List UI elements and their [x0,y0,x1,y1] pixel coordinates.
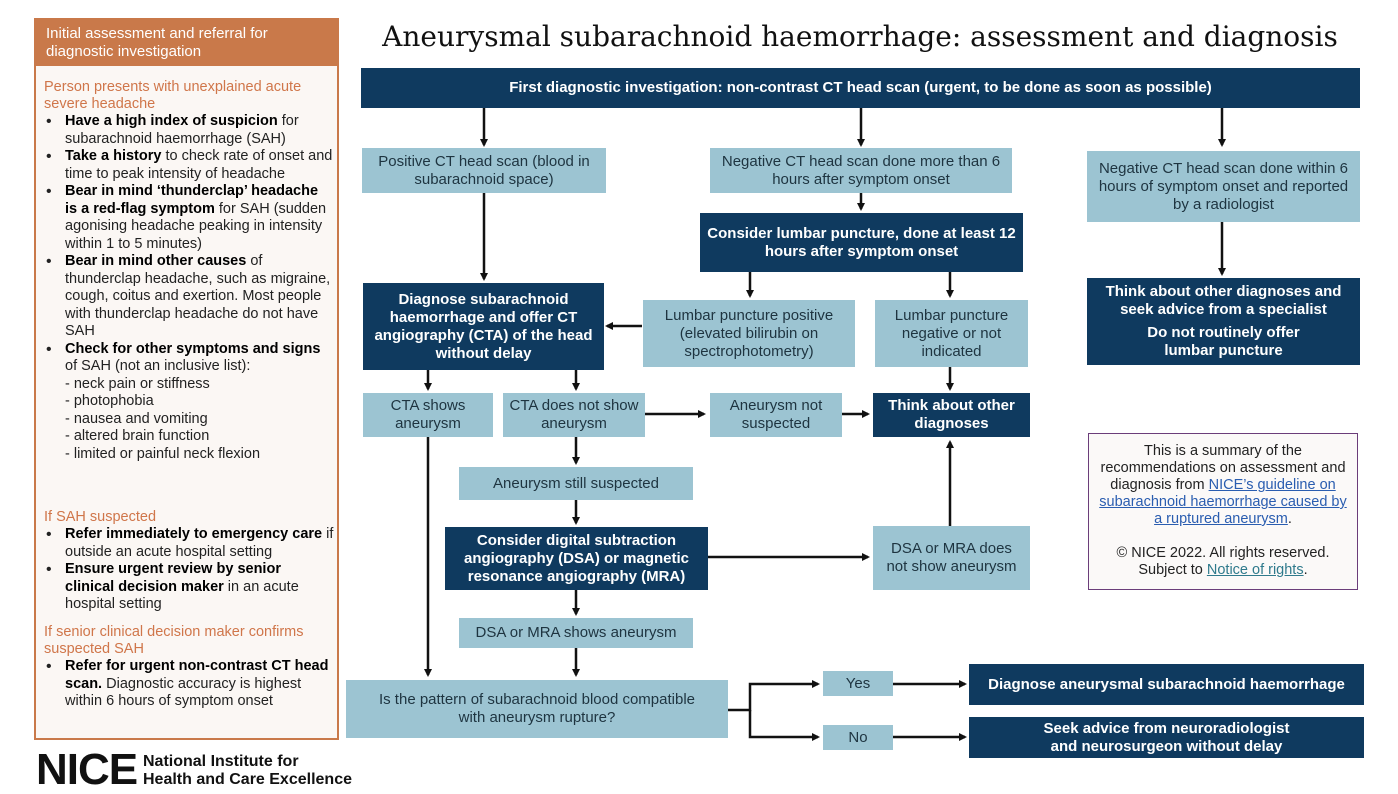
negative-ct-late-box: Negative CT head scan done more than 6 h… [710,148,1012,193]
section-sah-suspected: If SAH suspected Refer immediately to em… [44,509,334,614]
list-item: Have a high index of suspicion for subar… [44,113,334,148]
cta-not-show-box: CTA does not show aneurysm [503,393,645,437]
arrow [728,680,820,712]
section-presenting: Person presents with unexplained acute s… [44,79,334,463]
logo-line: National Institute for [143,753,299,770]
aneurysm-not-suspected-box: Aneurysm not suspected [710,393,842,437]
dsa-not-show-box: DSA or MRA does not show aneurysm [873,526,1030,590]
nice-logo: NICE [36,745,138,794]
guideline-link[interactable]: NICE’s guideline on subarachnoid haemorr… [1099,477,1347,527]
summary-text: This is a summary of the recommendations… [1100,443,1346,493]
specialist-advice-box: Think about other diagnoses and seek adv… [1087,278,1360,365]
aneurysm-still-suspected-box: Aneurysm still suspected [459,467,693,500]
positive-ct-box: Positive CT head scan (blood in subarach… [362,148,606,193]
section-heading: If SAH suspected [44,509,157,525]
recommendation-list: Refer for urgent non-contrast CT head sc… [44,658,334,711]
pattern-question-box: Is the pattern of subarachnoid blood com… [346,680,728,738]
list-item: Check for other symptoms and signs of SA… [44,341,334,464]
summary-note: This is a summary of the recommendations… [1088,433,1358,590]
list-item: Ensure urgent review by senior clinical … [44,561,334,614]
arrow [748,710,820,741]
lp-negative-box: Lumbar puncture negative or not indicate… [875,300,1028,367]
cta-shows-box: CTA shows aneurysm [363,393,493,437]
notice-of-rights-link[interactable]: Notice of rights [1206,562,1304,578]
recommendation-list: Have a high index of suspicion for subar… [44,113,334,463]
symptom-list: - neck pain or stiffness - photophobia -… [65,376,334,464]
section-heading: If senior clinical decision maker confir… [44,624,304,657]
list-item: Refer for urgent non-contrast CT head sc… [44,658,334,711]
diagnose-sah-cta-box: Diagnose subarachnoid haemorrhage and of… [363,283,604,370]
copyright-text: © NICE 2022. All rights reserved. Subjec… [1116,545,1330,578]
summary-text-end: . [1287,511,1292,527]
lp-positive-box: Lumbar puncture positive (elevated bilir… [643,300,855,367]
panel-header: Initial assessment and referral for diag… [34,18,339,66]
think-other-diagnoses-box: Think about other diagnoses [873,393,1030,437]
no-label: No [823,725,893,750]
negative-ct-early-box: Negative CT head scan done within 6 hour… [1087,151,1360,222]
yes-label: Yes [823,671,893,696]
list-item: Take a history to check rate of onset an… [44,148,334,183]
consider-lp-box: Consider lumbar puncture, done at least … [700,213,1023,272]
section-confirmed: If senior clinical decision maker confir… [44,624,334,711]
logo-line: Health and Care Excellence [143,771,352,788]
first-investigation-box: First diagnostic investigation: non-cont… [361,68,1360,108]
section-heading: Person presents with unexplained acute s… [44,79,302,112]
symptom-item: - photophobia [65,393,154,409]
no-lp-line: Do not routinely offer lumbar puncture [1147,324,1300,359]
list-item: Bear in mind ‘thunderclap’ headache is a… [44,183,334,253]
list-item: Bear in mind other causes of thunderclap… [44,253,334,341]
symptom-item: - nausea and vomiting [65,410,208,427]
nice-logo-text: National Institute for Health and Care E… [143,753,352,789]
recommendation-list: Refer immediately to emergency care if o… [44,526,334,614]
specialist-advice-line: Think about other diagnoses and seek adv… [1105,283,1342,318]
consider-dsa-box: Consider digital subtraction angiography… [445,527,708,590]
symptom-item: - altered brain function [65,428,210,444]
symptom-item: - limited or painful neck flexion [65,445,261,462]
list-item: Refer immediately to emergency care if o… [44,526,334,561]
diagnose-aneurysmal-box: Diagnose aneurysmal subarachnoid haemorr… [969,664,1364,705]
copyright-text-end: . [1303,562,1308,578]
symptom-item: - neck pain or stiffness [65,375,210,392]
seek-advice-box: Seek advice from neuroradiologist and ne… [969,717,1364,758]
page-title: Aneurysmal subarachnoid haemorrhage: ass… [382,20,1338,53]
dsa-shows-box: DSA or MRA shows aneurysm [459,618,693,648]
